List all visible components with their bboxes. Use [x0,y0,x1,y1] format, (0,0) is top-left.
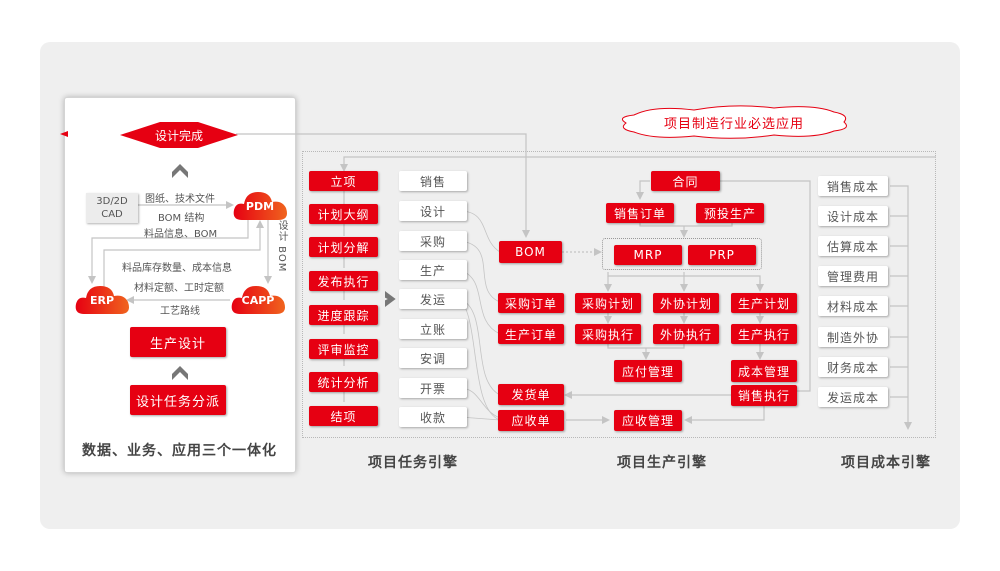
cost-design[interactable]: 设计成本 [818,206,888,226]
func-sales[interactable]: 销售 [399,171,467,191]
func-invoice[interactable]: 开票 [399,378,467,398]
task-engine-caption: 项目任务引擎 [368,455,458,471]
purchase-order-box[interactable]: 采购订单 [498,293,564,313]
sales-exec-box[interactable]: 销售执行 [731,385,797,406]
cost-management[interactable]: 管理费用 [818,266,888,286]
receivable-note-box[interactable]: 应收单 [498,410,564,431]
cost-estimate[interactable]: 估算成本 [818,236,888,256]
production-plan-box[interactable]: 生产计划 [731,293,797,313]
cost-engine-caption: 项目成本引擎 [841,455,931,471]
capp-label: CAPP [241,294,275,307]
func-collection[interactable]: 收款 [399,407,467,427]
banner-text: 项目制造行业必选应用 [663,117,804,132]
task-dispatch-box[interactable]: 设计任务分派 [130,385,226,415]
bom-box[interactable]: BOM [499,241,562,263]
prp-box[interactable]: PRP [688,245,756,265]
cloud-outline-icon [621,105,847,139]
step-progress-track[interactable]: 进度跟踪 [309,305,378,325]
step-review-monitor[interactable]: 评审监控 [309,339,378,359]
pdm-cloud[interactable]: PDM [232,188,288,220]
cost-mgmt-box[interactable]: 成本管理 [731,360,797,382]
label-material-bom: 料品信息、BOM [144,229,218,240]
erp-cloud[interactable]: ERP [74,282,130,314]
payable-mgmt-box[interactable]: 应付管理 [614,360,682,382]
func-purchase[interactable]: 采购 [399,231,467,251]
cad-box: 3D/2D CAD [86,193,138,223]
production-order-box[interactable]: 生产订单 [498,324,564,344]
cloud-icon [75,286,129,314]
cost-finance[interactable]: 财务成本 [818,357,888,377]
integration-caption: 数据、业务、应用三个一体化 [82,443,277,459]
sales-order-box[interactable]: 销售订单 [606,203,674,223]
pdm-label: PDM [245,200,275,213]
receivable-mgmt-box[interactable]: 应收管理 [614,410,682,431]
func-production[interactable]: 生产 [399,260,467,280]
pre-production-box[interactable]: 预投生产 [696,203,764,223]
industry-banner: 项目制造行业必选应用 [614,103,854,141]
cost-sales[interactable]: 销售成本 [818,176,888,196]
func-install[interactable]: 安调 [399,348,467,368]
production-exec-box[interactable]: 生产执行 [731,324,797,344]
label-route: 工艺路线 [160,306,200,317]
label-design-bom: 设计 BOM [276,220,287,273]
cost-shipping[interactable]: 发运成本 [818,387,888,407]
purchase-exec-box[interactable]: 采购执行 [575,324,641,344]
cost-material[interactable]: 材料成本 [818,296,888,316]
mrp-box[interactable]: MRP [614,245,682,265]
contract-box[interactable]: 合同 [651,171,720,191]
step-statistics[interactable]: 统计分析 [309,372,378,392]
outsource-plan-box[interactable]: 外协计划 [653,293,719,313]
design-done-label: 设计完成 [154,129,203,143]
step-project-start[interactable]: 立项 [309,171,378,191]
engines-frame [302,151,936,438]
production-design-box[interactable]: 生产设计 [130,327,226,357]
step-plan-breakdown[interactable]: 计划分解 [309,237,378,257]
production-engine-caption: 项目生产引擎 [617,455,707,471]
func-account[interactable]: 立账 [399,319,467,339]
cloud-icon [233,192,287,220]
purchase-plan-box[interactable]: 采购计划 [575,293,641,313]
cad-line2: CAD [101,209,123,220]
delivery-note-box[interactable]: 发货单 [498,384,564,405]
label-drawings: 图纸、技术文件 [145,194,215,205]
erp-label: ERP [89,294,115,307]
cost-outsource[interactable]: 制造外协 [818,327,888,347]
func-shipping[interactable]: 发运 [399,289,467,309]
label-inventory-cost: 料品库存数量、成本信息 [122,263,232,274]
capp-cloud[interactable]: CAPP [230,282,286,314]
step-project-close[interactable]: 结项 [309,406,378,426]
step-plan-outline[interactable]: 计划大纲 [309,204,378,224]
step-publish-exec[interactable]: 发布执行 [309,271,378,291]
func-design[interactable]: 设计 [399,201,467,221]
outsource-exec-box[interactable]: 外协执行 [653,324,719,344]
label-bom-structure: BOM 结构 [158,213,205,224]
design-done-diamond [120,122,238,148]
label-quota: 材料定额、工时定额 [134,283,224,294]
cloud-icon [231,286,285,314]
cad-line1: 3D/2D [96,196,128,207]
